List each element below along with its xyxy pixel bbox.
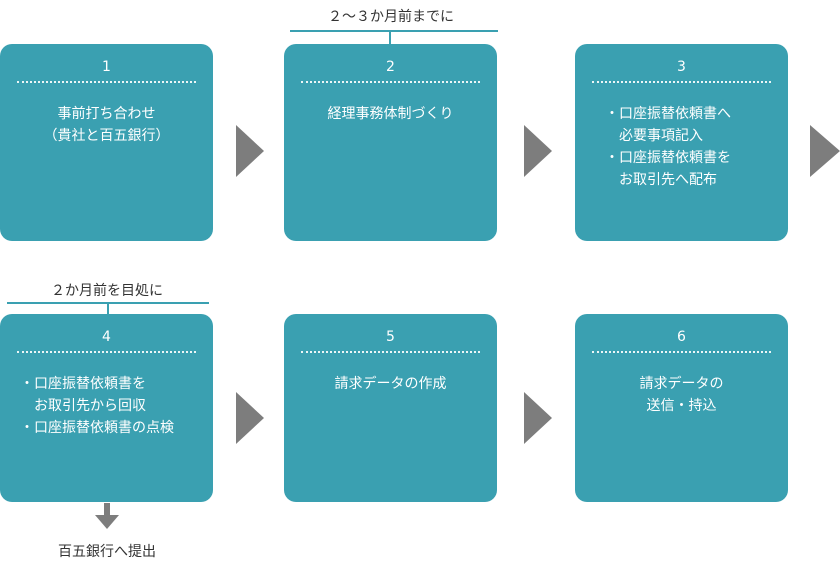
arrow-right-icon (810, 125, 840, 177)
arrow-right-icon (236, 392, 264, 444)
timing-label-step2: ２～３か月前までに (328, 9, 454, 25)
step-3-line: お取引先へ配布 (605, 172, 717, 188)
arrow-down-stem (104, 503, 110, 516)
step-4-divider (17, 351, 196, 353)
step-1-box: 1 事前打ち合わせ （貴社と百五銀行） (0, 44, 213, 241)
step-2-box: 2 経理事務体制づくり (284, 44, 497, 241)
step-5-number: 5 (386, 329, 395, 345)
step-4-line: ・口座振替依頼書を (20, 376, 146, 392)
timing-line-step2 (290, 30, 498, 32)
arrow-right-icon (524, 125, 552, 177)
step-6-number: 6 (677, 329, 686, 345)
step-3-line: ・口座振替依頼書へ (605, 106, 731, 122)
timing-tick-step4 (107, 302, 109, 314)
final-submit-label: 百五銀行へ提出 (58, 544, 156, 560)
step-6-text: 請求データの 送信・持込 (575, 373, 788, 417)
step-3-text: ・口座振替依頼書へ 必要事項記入 ・口座振替依頼書を お取引先へ配布 (575, 103, 788, 191)
step-6-box: 6 請求データの 送信・持込 (575, 314, 788, 502)
step-3-box: 3 ・口座振替依頼書へ 必要事項記入 ・口座振替依頼書を お取引先へ配布 (575, 44, 788, 241)
step-5-box: 5 請求データの作成 (284, 314, 497, 502)
step-3-number: 3 (677, 59, 686, 75)
step-2-number: 2 (386, 59, 395, 75)
step-2-divider (301, 81, 480, 83)
step-4-number: 4 (102, 329, 111, 345)
step-5-line: 請求データの作成 (334, 376, 447, 392)
step-1-line: （貴社と百五銀行） (43, 128, 170, 144)
arrow-down-icon (95, 515, 119, 529)
step-5-divider (301, 351, 480, 353)
step-3-line: 必要事項記入 (605, 128, 703, 144)
step-1-line: 事前打ち合わせ (57, 106, 156, 122)
step-1-divider (17, 81, 196, 83)
step-4-box: 4 ・口座振替依頼書を お取引先から回収 ・口座振替依頼書の点検 (0, 314, 213, 502)
timing-label-step4: ２か月前を目処に (51, 283, 163, 299)
step-4-line: ・口座振替依頼書の点検 (20, 420, 174, 436)
step-3-line: ・口座振替依頼書を (605, 150, 731, 166)
step-4-text: ・口座振替依頼書を お取引先から回収 ・口座振替依頼書の点検 (0, 373, 213, 439)
step-2-line: 経理事務体制づくり (327, 106, 454, 122)
step-5-text: 請求データの作成 (284, 373, 497, 395)
step-1-text: 事前打ち合わせ （貴社と百五銀行） (0, 103, 213, 147)
arrow-right-icon (524, 392, 552, 444)
step-2-text: 経理事務体制づくり (284, 103, 497, 125)
arrow-right-icon (236, 125, 264, 177)
step-6-line: 請求データの (639, 376, 724, 392)
step-6-divider (592, 351, 771, 353)
step-4-line: お取引先から回収 (20, 398, 146, 414)
step-1-number: 1 (102, 59, 111, 75)
timing-tick-step2 (389, 30, 391, 44)
step-6-line: 送信・持込 (646, 398, 717, 414)
step-3-divider (592, 81, 771, 83)
